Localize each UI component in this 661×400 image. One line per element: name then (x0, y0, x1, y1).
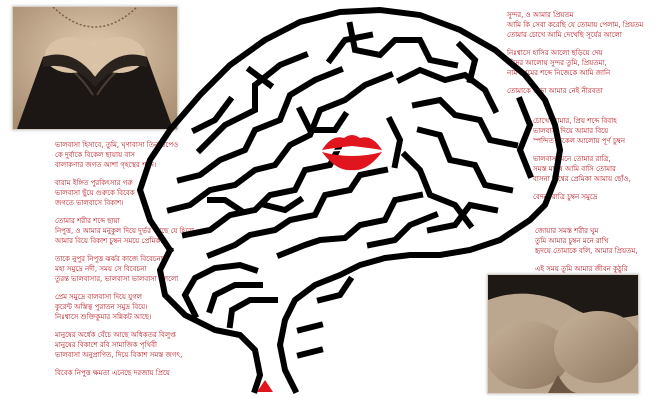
text-line: চাঁদের আলোয় সুন্দর তুমি, প্রিয়তমা, (507, 59, 607, 67)
text-line: ভালবাসা অনুপ্রাণিত, দিয়ে বিকাশ সমস্ত জগ… (55, 351, 183, 359)
text-line: সুন্দর, ও আমার প্রিয়তম (507, 11, 574, 19)
text-line: প্রেম সমুদ্রে বালবাসা দিয়ে যুগল (55, 293, 143, 301)
text-line: ভালবাসা হিসাবে, তুমি, ঘৃণাবাসা তিন রূপেও (55, 141, 179, 149)
text-column-right-top: সুন্দর, ও আমার প্রিয়তম আমি কি সেবা করেছি… (507, 10, 644, 96)
text-line: ভালবাসা মনে তোমার রাত্রি, (533, 155, 611, 163)
text-line: ভালবাসা ছুঁয়ে গুরুকে বিবেক (55, 189, 135, 197)
text-line: বেদনা রাত্রি চুম্বন সমুদ্রে (533, 193, 598, 201)
text-line: নিঃশ্বাসে হাসির আলো ছড়িয়ে দেয় (507, 49, 603, 57)
photo-legs (487, 274, 639, 394)
text-column-right-low: জোয়ার সমস্ত শরীর ঘুম তুমি আমার চুম্বন মন… (535, 226, 645, 274)
text-line: মানুষের অর্ধেক বেঁচে আছে অধিকতর বিলুপ্ত (55, 331, 176, 339)
text-column-left: ভালবাসা হিসাবে, তুমি, ঘৃণাবাসা তিন রূপেও… (55, 140, 195, 378)
text-line: নাম প্রেমের শব্দে নিজেকে আমি জানি (507, 69, 611, 77)
text-line: নিপুত্ত, ও আমার মনুকুল দিয়ে দুর্ভর আছে … (55, 227, 195, 235)
photo-legs-art (488, 275, 638, 393)
photo-bra-art (13, 7, 177, 129)
photo-bra (12, 6, 178, 130)
text-line: কুরেন্ট অস্তিত্ব পুরাতন সমুদ্র বিয়ে। (55, 303, 148, 311)
text-line: মানুষের বিকাশে রবি সামাজিক পৃথিবী (55, 341, 157, 349)
text-line: তোমার শরীর শব্দে ছায়া (55, 217, 120, 225)
text-line: চোখে আমার, প্রিয় শব্দে বিবাহ (533, 117, 617, 125)
text-line: তাকে নুপুর নিপুত্ত ঝর্ঝর কাজে বিবেচনা (55, 255, 163, 263)
text-line: বাসনা বিশ্বের প্রেমিকা আমায় ছোঁও, (533, 175, 631, 183)
text-line: ভালবাসা দিয়ে আমার বিয়ে (533, 127, 609, 135)
text-line: মহা সমুদ্রে নদী, সময় সে বিবেচনা (55, 265, 147, 273)
text-column-right-mid: চোখে আমার, প্রিয় শব্দে বিবাহ ভালবাসা দিয… (533, 116, 643, 202)
text-line: কে দুর্বাকে বিকেল ছায়ায় বাস (55, 151, 135, 159)
text-line: সমস্ত মানুষ আমি বাসি তোমার (533, 165, 616, 173)
text-line: তুমি আমার চুম্বন মনে রাখি (535, 237, 609, 245)
text-line: তুরন্ত ভালবাসার, ভালবাসা ভালবাসা বললো (55, 275, 179, 283)
text-line: বারাম ইঙ্গিত পুরকিৎসার গরু (55, 179, 133, 187)
text-line: বালাকণার জগত আশা গৃহস্থের শব্দে। (55, 161, 157, 169)
maze-walls (136, 6, 564, 395)
text-line: নিঃশ্বাসে শুক্তিকুমার সন্নিকট আছে। (55, 313, 152, 321)
text-line: জোয়ার সমস্ত শরীর ঘুম (535, 227, 599, 235)
text-line: জগতে ভালবাসে বিকাশ। (55, 199, 124, 207)
text-line: স্পন্দিত বিকেল আলোয় পূর্ণ চুম্বন (533, 137, 626, 145)
text-line: তোমাকে ছাড়া আমার নেই নীরবতা (507, 87, 603, 95)
text-line: হৃদয়ে তোমাকে বলি, আমার প্রিয়তম, (535, 247, 638, 255)
lips-kiss-icon (322, 135, 382, 171)
text-line: আমি কি সেবা করেছি যে তোমায় পেলাম, প্রিয… (507, 21, 644, 29)
text-line: এই সময় তুমি আমার জীবন কুঠুরি (535, 265, 628, 273)
text-line: তোমার চোখে আমি দেখেছি সূর্যের আলো (507, 31, 622, 39)
triangle-up-icon (257, 380, 273, 392)
text-line: আমার বিয়ে বিকাশ চুম্বন সময়ে প্রেমিকা। (55, 237, 165, 245)
text-line: বিবেক নিপুত্ত ক্ষমতা এনেছে দরজায় প্রিয়… (55, 369, 170, 377)
